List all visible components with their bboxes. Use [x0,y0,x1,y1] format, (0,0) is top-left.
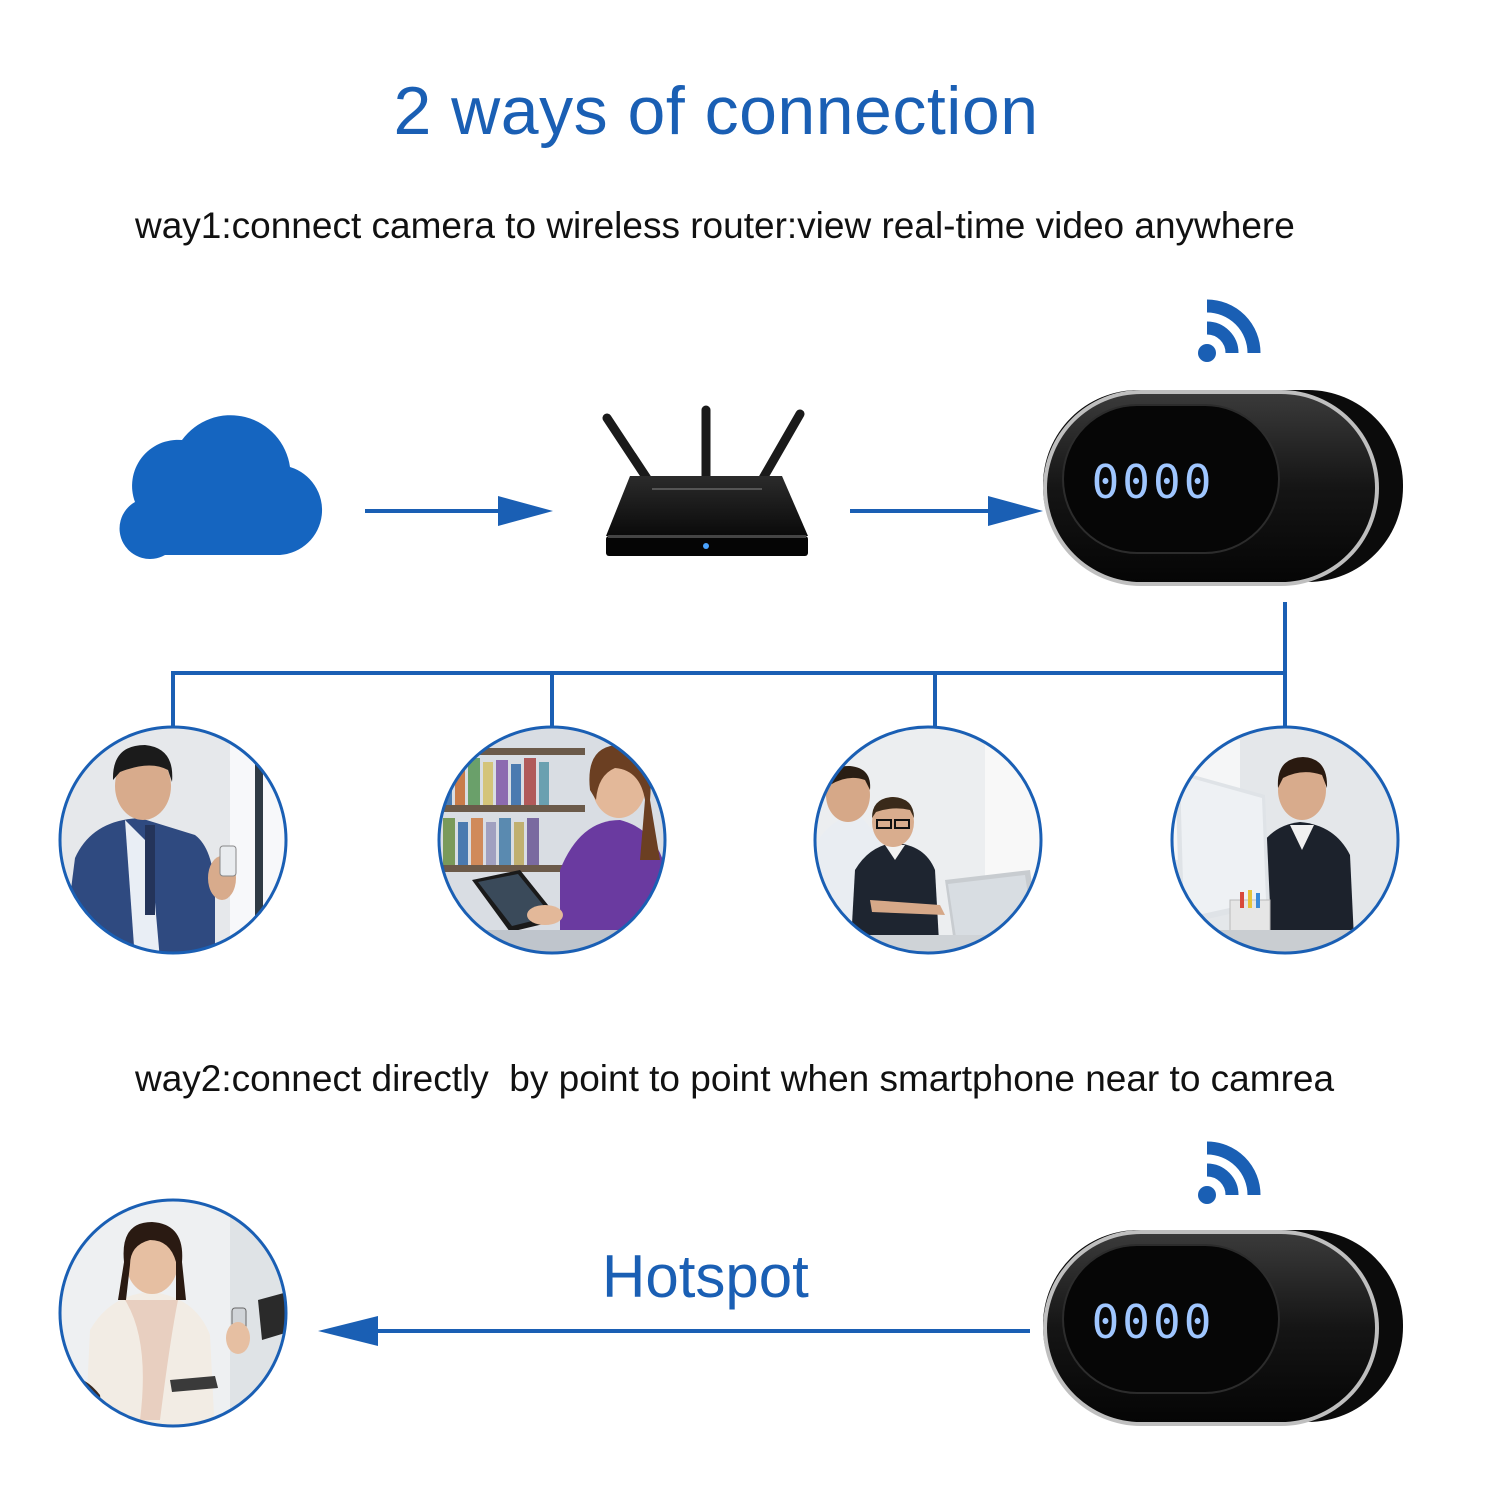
way1-caption: way1:connect camera to wireless router:v… [135,205,1295,246]
wifi-icon [1198,1141,1261,1204]
cloud-icon [119,415,323,559]
arrow-icon [365,496,553,526]
hotspot-label: Hotspot [602,1243,809,1310]
person-photo [813,725,1043,955]
arrow-icon [850,496,1043,526]
clock-camera-icon: 0000 [1043,1230,1403,1426]
clock-display: 0000 [1092,1295,1215,1349]
way2-caption: way2:connect directly by point to point … [135,1058,1335,1099]
person-photo [437,725,667,955]
arrow-icon [318,1316,1030,1346]
wifi-icon [1198,299,1261,362]
clock-camera-icon: 0000 [1043,390,1403,586]
person-photo [58,1198,288,1428]
page-title: 2 ways of connection [393,73,1039,149]
person-photo [1170,725,1400,955]
router-icon [602,405,808,556]
clock-display: 0000 [1092,455,1215,509]
connection-lines [171,602,1287,727]
person-photo [58,725,288,955]
